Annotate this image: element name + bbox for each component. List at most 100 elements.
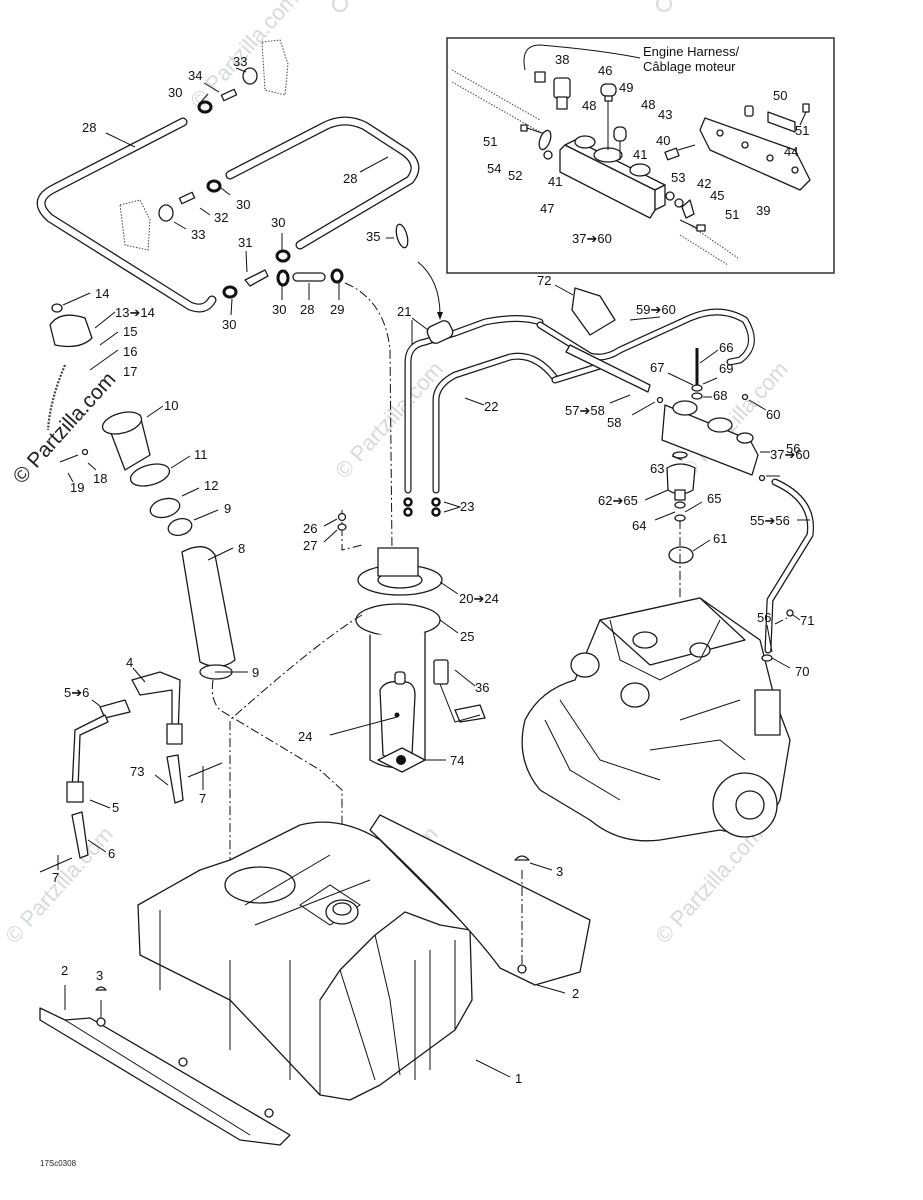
callout-c38: 38 bbox=[555, 52, 569, 67]
callout-c11: 11 bbox=[194, 447, 208, 462]
callout-c9a: 9 bbox=[224, 501, 231, 516]
callout-c69: 69 bbox=[719, 361, 733, 376]
callout-c15: 15 bbox=[123, 324, 137, 339]
fuel-rail-assembly bbox=[536, 287, 815, 654]
inset-harness-label-line1: Engine Harness/ bbox=[643, 44, 739, 59]
part-60-oring bbox=[741, 393, 749, 401]
callout-c33a: 33 bbox=[233, 54, 247, 69]
callout-c54: 54 bbox=[487, 161, 501, 176]
part-33-fitting bbox=[158, 204, 174, 222]
part-21-filter bbox=[426, 320, 454, 344]
callout-c29: 29 bbox=[330, 302, 344, 317]
part-26-nut bbox=[337, 512, 347, 522]
callout-c46: 46 bbox=[598, 63, 612, 78]
callout-c30e: 30 bbox=[272, 302, 286, 317]
callout-c30d: 30 bbox=[222, 317, 236, 332]
callout-c41b: 41 bbox=[633, 147, 647, 162]
part-53-oring bbox=[665, 191, 675, 201]
callout-c51c: 51 bbox=[725, 207, 739, 222]
callout-c60: 60 bbox=[766, 407, 780, 422]
callout-c24: 24 bbox=[298, 729, 312, 744]
filler-neck-assembly bbox=[46, 303, 236, 680]
part-30-clamp bbox=[276, 269, 290, 287]
callout-c27: 27 bbox=[303, 538, 317, 553]
callout-c53: 53 bbox=[671, 170, 685, 185]
part-36-float bbox=[433, 659, 449, 685]
callout-c33b: 33 bbox=[191, 227, 205, 242]
part-2-rail-left bbox=[39, 1007, 291, 1146]
part-72-bracket bbox=[571, 287, 616, 336]
part-38-sensor bbox=[534, 71, 571, 110]
part-69-washer bbox=[691, 384, 703, 392]
part-24-pump bbox=[379, 681, 416, 761]
callout-c52: 52 bbox=[508, 168, 522, 183]
part-3-screw bbox=[95, 986, 107, 991]
callout-c59-60: 59➔60 bbox=[636, 302, 676, 317]
callout-c26: 26 bbox=[303, 521, 317, 536]
callout-c9b: 9 bbox=[252, 665, 259, 680]
engine-harness-wire bbox=[523, 44, 641, 71]
part-30-clamp bbox=[275, 249, 291, 263]
watermark: © Partzilla.com bbox=[650, 821, 768, 948]
part-34-valve bbox=[220, 88, 238, 102]
tank-straps bbox=[39, 671, 223, 873]
callout-c25: 25 bbox=[460, 629, 474, 644]
callout-c44: 44 bbox=[784, 144, 798, 159]
part-63-oring bbox=[672, 451, 688, 459]
callout-c16: 16 bbox=[123, 344, 137, 359]
vent-hose-assembly bbox=[36, 39, 443, 320]
watermark-mark bbox=[332, 0, 348, 12]
part-32-check-valve bbox=[178, 191, 196, 205]
part-71-nut bbox=[786, 609, 794, 617]
part-56-oring bbox=[758, 474, 766, 482]
callout-c55-56: 55➔56 bbox=[750, 513, 790, 528]
part-52-plug bbox=[543, 150, 553, 160]
part-5-strap bbox=[71, 714, 109, 791]
part-57-hose bbox=[565, 344, 651, 393]
callout-c45: 45 bbox=[710, 188, 724, 203]
callout-c6: 6 bbox=[108, 846, 115, 861]
callout-c39: 39 bbox=[756, 203, 770, 218]
part-16-chain bbox=[46, 364, 67, 431]
part-37-fuel-rail bbox=[661, 404, 759, 476]
part-51-bolt bbox=[679, 219, 706, 232]
part-39-bracket bbox=[699, 117, 811, 191]
fuel-pump-lines bbox=[211, 282, 559, 880]
callout-c51a: 51 bbox=[483, 134, 497, 149]
drawing-code: 17Sc0308 bbox=[40, 1159, 77, 1168]
callout-c22: 22 bbox=[484, 399, 498, 414]
callout-c19: 19 bbox=[70, 480, 84, 495]
callout-c74: 74 bbox=[450, 753, 464, 768]
callout-c5: 5 bbox=[112, 800, 119, 815]
callout-leaders bbox=[57, 67, 810, 1078]
part-1-fuel-tank bbox=[137, 821, 473, 1101]
callout-c20-24: 20➔24 bbox=[459, 591, 499, 606]
callout-c10: 10 bbox=[164, 398, 178, 413]
part-51-bolt bbox=[799, 103, 810, 126]
part-5-buckle bbox=[66, 781, 84, 803]
callout-c32: 32 bbox=[214, 210, 228, 225]
callout-c30c: 30 bbox=[271, 215, 285, 230]
callout-c65: 65 bbox=[707, 491, 721, 506]
part-28-hose bbox=[292, 272, 326, 282]
inset-harness-label-line2: Câblage moteur bbox=[643, 59, 736, 74]
part-35-tie-wrap bbox=[395, 223, 409, 249]
callout-c5-6: 5➔6 bbox=[64, 685, 89, 700]
callout-c61: 61 bbox=[713, 531, 727, 546]
part-29-clamp bbox=[330, 268, 344, 284]
callout-c66: 66 bbox=[719, 340, 733, 355]
part-27-washer bbox=[337, 523, 347, 531]
callout-c70: 70 bbox=[795, 664, 809, 679]
watermark: © Partzilla.com bbox=[330, 356, 448, 483]
part-64-spacer bbox=[674, 501, 686, 509]
part-11-gasket bbox=[129, 463, 171, 487]
callout-c48a: 48 bbox=[582, 98, 596, 113]
part-62-regulator bbox=[666, 463, 696, 495]
callout-c49: 49 bbox=[619, 80, 633, 95]
callout-c56a: 56 bbox=[786, 441, 800, 456]
part-25-gasket bbox=[355, 603, 441, 637]
part-30-clamp bbox=[222, 285, 238, 299]
part-31-elbow bbox=[244, 269, 269, 287]
callout-c51b: 51 bbox=[795, 123, 809, 138]
